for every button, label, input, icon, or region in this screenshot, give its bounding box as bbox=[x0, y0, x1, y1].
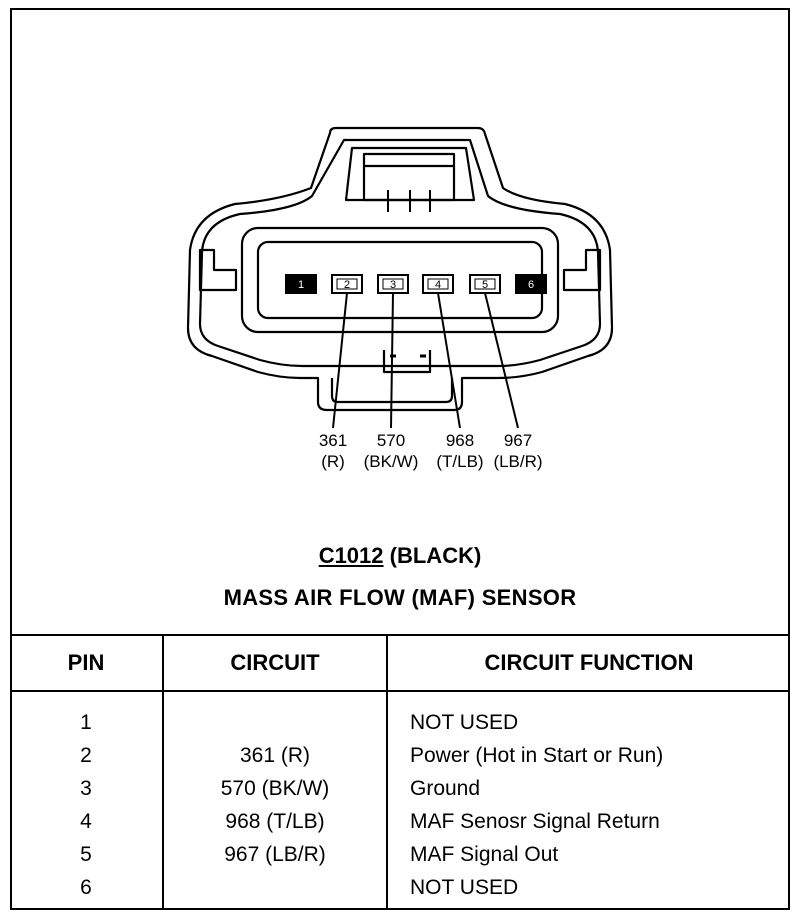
connector-housing-outer bbox=[186, 126, 614, 412]
wire-color: (LB/R) bbox=[493, 452, 543, 471]
pin-cell: 2 bbox=[80, 744, 92, 767]
pin-socket bbox=[427, 278, 449, 290]
connector-color: (BLACK) bbox=[389, 543, 482, 568]
function-cell: Power (Hot in Start or Run) bbox=[410, 744, 664, 767]
table-row: 4 968 (T/LB) MAF Senosr Signal Return bbox=[10, 805, 790, 838]
table-row: 5 967 (LB/R) MAF Signal Out bbox=[10, 838, 790, 871]
function-cell: NOT USED bbox=[410, 711, 519, 734]
pin-cell: 6 bbox=[80, 876, 92, 899]
pin-number: 4 bbox=[435, 279, 441, 291]
pin-cell: 5 bbox=[80, 843, 92, 866]
pin-number: 2 bbox=[344, 279, 350, 291]
connector-title: C1012 (BLACK) bbox=[0, 543, 800, 569]
pin-row: 1 2 3 4 5 6 bbox=[285, 274, 547, 294]
wire-circuit-number: 361 bbox=[318, 431, 348, 450]
wire-circuit-number: 570 bbox=[376, 431, 406, 450]
header-circuit: CIRCUIT bbox=[230, 650, 320, 675]
wire-label: 968 (T/LB) bbox=[425, 430, 495, 472]
table-row: 1 NOT USED bbox=[10, 706, 790, 739]
latch-tab bbox=[362, 152, 456, 202]
pin-4: 4 bbox=[422, 274, 454, 294]
table-row: 6 NOT USED bbox=[10, 871, 790, 904]
function-cell: Ground bbox=[410, 777, 481, 800]
pin-cavity-outer bbox=[240, 226, 560, 334]
diagram-frame bbox=[10, 8, 790, 910]
function-cell: MAF Senosr Signal Return bbox=[410, 810, 660, 833]
connector-drawing: 1 2 3 4 5 6 bbox=[186, 126, 614, 429]
pin-number: 1 bbox=[298, 279, 304, 291]
circuit-cell: 570 (BK/W) bbox=[220, 777, 330, 800]
pin-cell: 1 bbox=[80, 711, 92, 734]
leader-lines bbox=[332, 292, 519, 429]
wire-color: (R) bbox=[321, 452, 345, 471]
pin-6: 6 bbox=[515, 274, 547, 294]
wire-label: 361 (R) bbox=[298, 430, 368, 472]
pin-box bbox=[285, 274, 317, 294]
pin-1: 1 bbox=[285, 274, 317, 294]
right-side-clip bbox=[562, 248, 602, 292]
pin-cell: 3 bbox=[80, 777, 92, 800]
wire-label: 967 (LB/R) bbox=[483, 430, 553, 472]
circuit-cell: 361 (R) bbox=[239, 744, 311, 767]
circuit-cell: 967 (LB/R) bbox=[224, 843, 326, 866]
pin-3: 3 bbox=[377, 274, 409, 294]
function-cell: NOT USED bbox=[410, 876, 519, 899]
pin-table: PIN CIRCUIT CIRCUIT FUNCTION 1 NOT USED … bbox=[10, 634, 790, 910]
pin-cell: 4 bbox=[80, 810, 92, 833]
leader-line bbox=[484, 292, 519, 429]
latch-shroud bbox=[344, 146, 476, 202]
pin-socket bbox=[474, 278, 496, 290]
pin-number: 6 bbox=[528, 279, 534, 291]
key-notch bbox=[382, 350, 432, 374]
wire-label: 570 (BK/W) bbox=[356, 430, 426, 472]
wire-circuit-number: 967 bbox=[503, 431, 533, 450]
table-row: 2 361 (R) Power (Hot in Start or Run) bbox=[10, 739, 790, 772]
header-circuit-function: CIRCUIT FUNCTION bbox=[484, 650, 694, 675]
left-side-clip bbox=[198, 248, 238, 292]
circuit-cell: 968 (T/LB) bbox=[225, 810, 325, 833]
leader-line bbox=[390, 292, 394, 429]
wire-color: (BK/W) bbox=[363, 452, 419, 471]
header-pin: PIN bbox=[67, 650, 105, 675]
column-divider bbox=[386, 636, 388, 910]
pin-socket bbox=[382, 278, 404, 290]
wire-color: (T/LB) bbox=[436, 452, 484, 471]
pin-socket bbox=[336, 278, 358, 290]
connector-id: C1012 bbox=[318, 543, 384, 568]
column-divider bbox=[162, 636, 164, 910]
pin-number: 3 bbox=[390, 279, 396, 291]
pin-number: 5 bbox=[482, 279, 488, 291]
leader-line bbox=[332, 292, 348, 429]
connector-housing-inner bbox=[198, 138, 602, 368]
pin-box bbox=[515, 274, 547, 294]
header-rule bbox=[10, 690, 790, 692]
function-cell: MAF Signal Out bbox=[410, 843, 559, 866]
pin-5: 5 bbox=[469, 274, 501, 294]
table-row: 3 570 (BK/W) Ground bbox=[10, 772, 790, 805]
sensor-name: MASS AIR FLOW (MAF) SENSOR bbox=[223, 585, 577, 610]
pin-2: 2 bbox=[331, 274, 363, 294]
leader-line bbox=[437, 292, 461, 429]
wire-circuit-number: 968 bbox=[445, 431, 475, 450]
